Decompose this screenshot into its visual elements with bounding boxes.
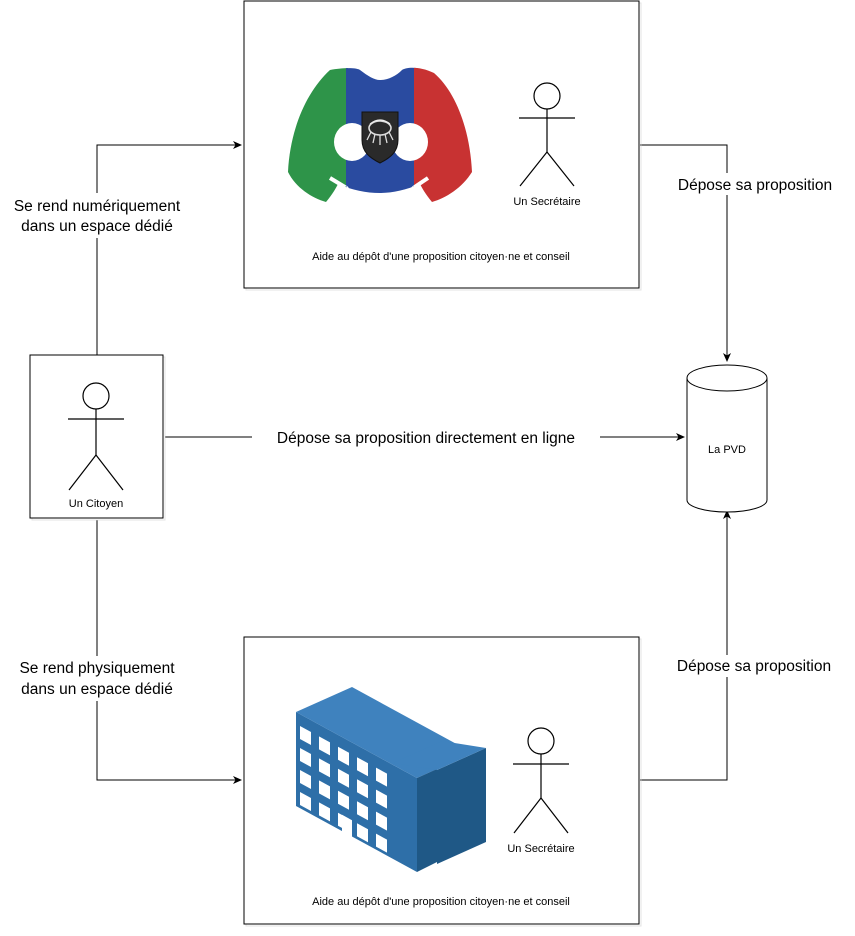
- edge-label-online: Dépose sa proposition directement en lig…: [252, 427, 600, 448]
- building-window: [338, 768, 349, 788]
- building-window: [319, 802, 330, 822]
- edge-label-top-deposit: Dépose sa proposition: [662, 173, 848, 195]
- bottom-box-caption: Aide au dépôt d'une proposition citoyen·…: [312, 896, 570, 908]
- building-window: [338, 790, 349, 810]
- edge-citizen-to-bottom: [96, 520, 242, 784]
- building-window: [300, 792, 311, 811]
- logo-left-eye: [334, 123, 370, 161]
- building-window: [376, 767, 387, 787]
- building-window: [300, 726, 311, 745]
- building-window: [376, 811, 387, 831]
- citizen-actor-icon: [68, 382, 124, 491]
- edge-label-physical-line1: Se rend physiquement: [19, 660, 175, 677]
- building-window: [376, 789, 387, 809]
- building-window: [319, 736, 330, 756]
- top-secretary-label: Un Secrétaire: [513, 196, 580, 208]
- building-window: [338, 746, 349, 766]
- database-label: La PVD: [708, 444, 746, 456]
- edge-label-digital-line1: Se rend numériquement: [14, 198, 181, 215]
- building-window: [357, 757, 368, 777]
- building-window: [319, 758, 330, 778]
- edge-citizen-to-top: [96, 141, 242, 355]
- edge-label-digital-line2: dans un espace dédié: [21, 218, 173, 235]
- edge-label-bottom-deposit-text: Dépose sa proposition: [677, 658, 831, 675]
- building-window: [357, 801, 368, 821]
- building-window: [300, 748, 311, 767]
- building-window: [357, 779, 368, 799]
- database-cylinder-icon: La PVD: [686, 364, 768, 513]
- edge-top-to-database: [640, 144, 731, 362]
- office-building-icon: [296, 687, 486, 872]
- citizen-label: Un Citoyen: [69, 498, 123, 510]
- secretary-actor-icon: [519, 82, 575, 187]
- emblem-shield-icon: [361, 111, 399, 164]
- secretary-actor-icon-bottom: [513, 727, 569, 834]
- building-window: [357, 823, 368, 843]
- edge-label-bottom-deposit: Dépose sa proposition: [661, 655, 847, 677]
- logo-right-eye: [392, 123, 428, 161]
- building-door: [342, 814, 352, 845]
- building-window: [376, 833, 387, 853]
- edge-label-physical-line2: dans un espace dédié: [21, 681, 173, 698]
- edge-bottom-to-database: [640, 510, 731, 781]
- building-window: [300, 770, 311, 789]
- top-box-caption: Aide au dépôt d'une proposition citoyen·…: [312, 251, 570, 263]
- building-window: [319, 780, 330, 800]
- citizen-box: Un Citoyen: [29, 354, 166, 521]
- edge-label-physical: Se rend physiquement dans un espace dédi…: [6, 656, 190, 701]
- edge-label-digital: Se rend numériquement dans un espace déd…: [2, 193, 194, 238]
- edge-label-top-deposit-text: Dépose sa proposition: [678, 177, 832, 194]
- bottom-secretary-label: Un Secrétaire: [507, 843, 574, 855]
- digital-space-box: Un Secrétaire Aide au dépôt d'une propos…: [243, 0, 642, 291]
- edge-label-online-text: Dépose sa proposition directement en lig…: [277, 430, 575, 447]
- physical-space-box: Un Secrétaire Aide au dépôt d'une propos…: [243, 636, 642, 927]
